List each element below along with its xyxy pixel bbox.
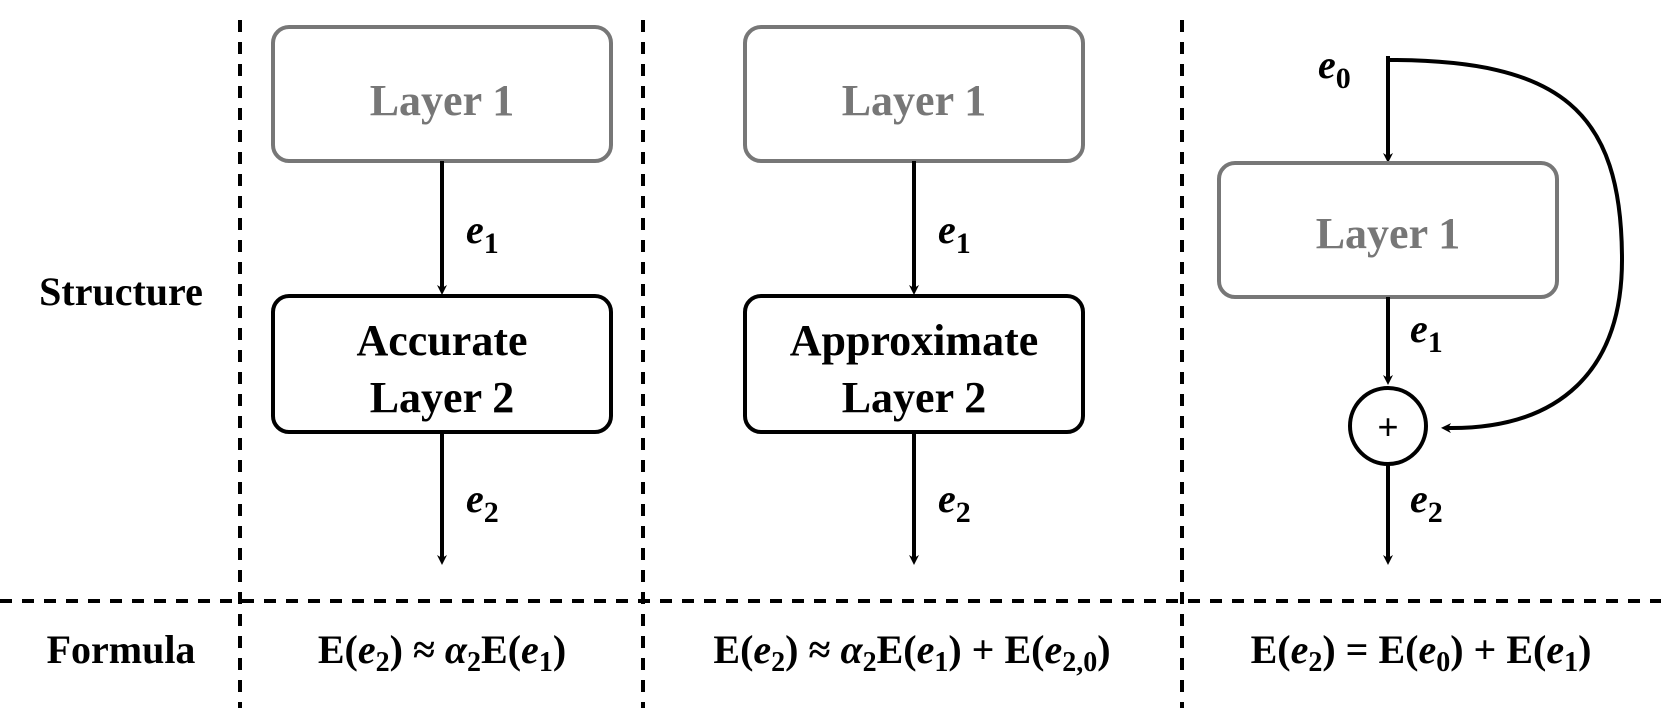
plus-icon: + [1377,406,1398,447]
row-label-structure: Structure [39,269,203,314]
skip-connection-arrow [1387,58,1625,434]
layer1-label-panel2: Layer 1 [842,76,987,125]
panel-accurate: Layer 1 e1 Accurate Layer 2 e2 E(e2) ≈ α… [271,25,613,678]
edge-label-e2-panel3: e2 [1410,476,1443,529]
layer1-label-panel3: Layer 1 [1316,209,1461,258]
formula-panel2: E(e2) ≈ α2E(e1) + E(e2,0) [713,627,1110,678]
edge-label-e2-panel2: e2 [938,476,971,529]
accurate-layer2-line2: Layer 2 [370,373,515,422]
edge-label-e0-panel3: e0 [1318,42,1351,95]
approximate-layer2-line1: Approximate [790,316,1039,365]
accurate-layer2-line1: Accurate [356,316,527,365]
row-label-formula: Formula [47,627,196,672]
edge-label-e2-panel1: e2 [466,476,499,529]
approximate-layer2-line2: Layer 2 [842,373,987,422]
formula-panel3: E(e2) = E(e0) + E(e1) [1251,627,1592,678]
edge-label-e1-panel3: e1 [1410,306,1443,359]
edge-label-e1-panel2: e1 [938,207,971,260]
edge-label-e1-panel1: e1 [466,207,499,260]
formula-panel1: E(e2) ≈ α2E(e1) [318,627,566,678]
layer1-label-panel1: Layer 1 [370,76,515,125]
panel-approximate: Layer 1 e1 Approximate Layer 2 e2 E(e2) … [713,25,1111,678]
panel-residual: e0 Layer 1 e1 + e2 E(e2) = E(e0) + E(e1) [1217,42,1625,678]
